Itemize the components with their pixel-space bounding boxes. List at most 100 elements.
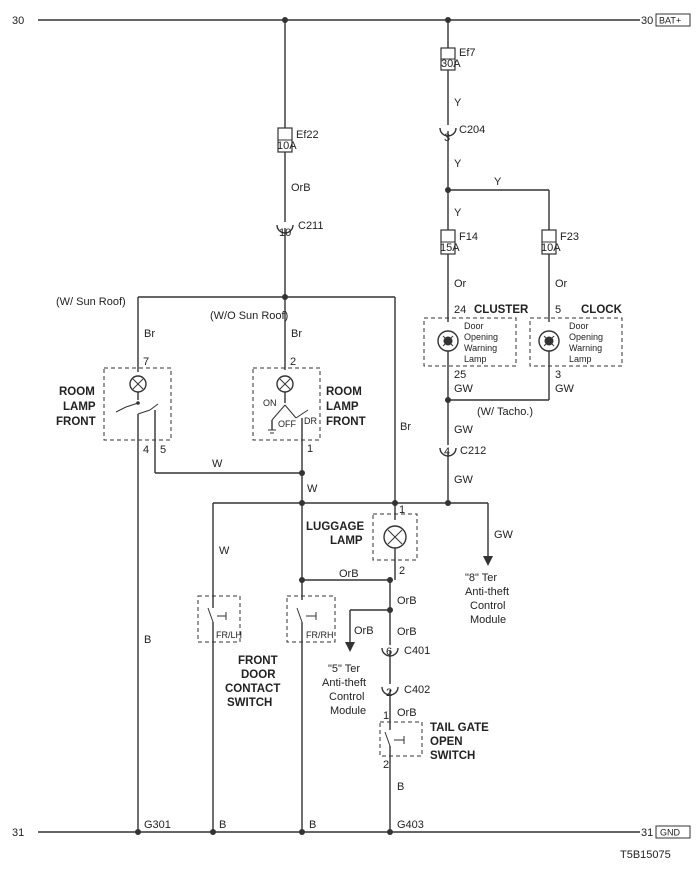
cluster-component: 24 CLUSTER Door Opening Warning Lamp 25 …: [423, 304, 529, 395]
battery-rail: 30 30 BAT+: [12, 13, 691, 27]
note-sun-roof: (W/ Sun Roof): [56, 296, 126, 308]
c212-pin: 4: [444, 446, 450, 458]
cluster-pin-top: 24: [454, 304, 466, 316]
room-right-on: ON: [263, 398, 277, 408]
fuse-f14-rating: 15A: [440, 242, 460, 254]
room-right-pin-top: 2: [290, 356, 296, 368]
ref5-line2: Anti-theft: [322, 677, 366, 689]
middle-branch: Ef22 10A OrB 10 C211 (W/O Sun Roof) (W/ …: [56, 20, 411, 520]
wire-orb2: OrB: [397, 595, 417, 607]
clock-lamp-line3: Warning: [569, 343, 602, 353]
ref8-line4: Module: [470, 614, 506, 626]
ground-g403: G403: [397, 819, 424, 831]
clock-pin-top: 5: [555, 304, 561, 316]
room-right-line1: ROOM: [326, 386, 362, 398]
luggage-pin-bottom: 2: [399, 565, 405, 577]
ref5-line3: Control: [329, 691, 364, 703]
wire-gw4: GW: [454, 474, 474, 486]
front-door-line1: FRONT: [238, 655, 278, 667]
c204-name: C204: [459, 124, 485, 136]
rail-bat-tag: BAT+: [659, 16, 681, 26]
note-wo-sun-roof: (W/O Sun Roof): [210, 310, 288, 322]
cluster-clock-join: (W/ Tacho.) GW 4 C212 GW: [439, 351, 550, 503]
tail-gate-line1: TAIL GATE: [430, 722, 489, 734]
clock-lamp-line4: Lamp: [569, 354, 592, 364]
clock-title: CLOCK: [581, 304, 623, 316]
wire-y1: Y: [454, 97, 462, 109]
fuse-f14-name: F14: [459, 231, 478, 243]
wire-gw1: GW: [454, 383, 474, 395]
wire-b2: B: [219, 819, 226, 831]
ref5-line1: "5" Ter: [328, 663, 360, 675]
wire-orb4: OrB: [397, 626, 417, 638]
room-right-off: OFF: [278, 419, 296, 429]
wire-or-f23: Or: [555, 278, 568, 290]
fuse-ef7-name: Ef7: [459, 47, 476, 59]
wire-orb5: OrB: [397, 707, 417, 719]
w-network: W W GW "8" Ter Anti-theft Control Module…: [137, 440, 514, 832]
tail-gate-pin-bottom: 2: [383, 759, 389, 771]
clock-lamp-line1: Door: [569, 321, 589, 331]
wire-or-f14: Or: [454, 278, 467, 290]
wire-gw5: GW: [494, 529, 514, 541]
fuse-ef7-rating: 30A: [441, 58, 461, 70]
room-lamp-right: 2 ON OFF DR ROOM LAMP FRONT 1: [252, 356, 366, 455]
room-lamp-left: 7 ROOM LAMP FRONT 4 5: [56, 356, 172, 456]
tail-gate-pin-top: 1: [383, 710, 389, 722]
tail-gate-line3: SWITCH: [430, 750, 475, 762]
right-branch: Ef7 30A Y 3 C204 Y Y Y F14 15A Or F23 10…: [439, 20, 579, 322]
room-left-pin-b: 5: [160, 444, 166, 456]
room-left-line1: ROOM: [59, 386, 95, 398]
luggage-lamp: 1 2 LUGGAGE LAMP: [306, 504, 418, 580]
room-right-line2: LAMP: [326, 401, 359, 413]
luggage-pin-top: 1: [399, 504, 405, 516]
cluster-lamp-line4: Lamp: [464, 354, 487, 364]
room-right-pin-bottom: 1: [307, 443, 313, 455]
rail-top-right: 30: [641, 15, 653, 27]
room-right-line3: FRONT: [326, 416, 366, 428]
wire-w1: W: [212, 458, 223, 470]
front-door-switch: FR/LH FR/RH FRONT DOOR CONTACT SWITCH: [197, 595, 336, 832]
room-left-line2: LAMP: [63, 401, 96, 413]
c401-pin: 6: [386, 646, 392, 658]
wire-y3: Y: [494, 176, 502, 188]
rail-bottom-left: 31: [12, 827, 24, 839]
wire-b1: B: [144, 634, 151, 646]
wire-w2: W: [307, 483, 318, 495]
wire-w3: W: [219, 545, 230, 557]
cluster-pin-bottom: 25: [454, 369, 466, 381]
clock-component: 5 CLOCK Door Opening Warning Lamp 3 GW: [529, 304, 623, 395]
wire-orb1: OrB: [339, 568, 359, 580]
wire-gw2: GW: [555, 383, 575, 395]
left-branch: Br: [137, 297, 155, 372]
wire-orb3: OrB: [354, 625, 374, 637]
switch-fr-lh: FR/LH: [216, 630, 242, 640]
ref5-line4: Module: [330, 705, 366, 717]
wire-b4: B: [397, 781, 404, 793]
front-door-line3: CONTACT: [225, 683, 280, 695]
cluster-title: CLUSTER: [474, 304, 529, 316]
wire-y2: Y: [454, 158, 462, 170]
c402-name: C402: [404, 684, 430, 696]
wire-br1: Br: [144, 328, 155, 340]
wire-orb-top: OrB: [291, 182, 311, 194]
c401-name: C401: [404, 645, 430, 657]
wire-b3: B: [309, 819, 316, 831]
wire-br3: Br: [400, 421, 411, 433]
c204-pin: 3: [444, 132, 450, 144]
luggage-line1: LUGGAGE: [306, 521, 364, 533]
cluster-lamp-line3: Warning: [464, 343, 497, 353]
note-tacho: (W/ Tacho.): [477, 406, 533, 418]
c402-pin: 2: [386, 687, 392, 699]
rail-top-left: 30: [12, 15, 24, 27]
front-door-line2: DOOR: [241, 669, 276, 681]
fuse-f23-name: F23: [560, 231, 579, 243]
ground-g301: G301: [144, 819, 171, 831]
fuse-ef22-rating: 10A: [277, 140, 297, 152]
front-door-line4: SWITCH: [227, 697, 272, 709]
c212-name: C212: [460, 445, 486, 457]
clock-lamp-line2: Opening: [569, 332, 603, 342]
ref8-line3: Control: [470, 600, 505, 612]
orb-network: OrB OrB OrB OrB "5" Ter Anti-theft Contr…: [299, 568, 430, 725]
